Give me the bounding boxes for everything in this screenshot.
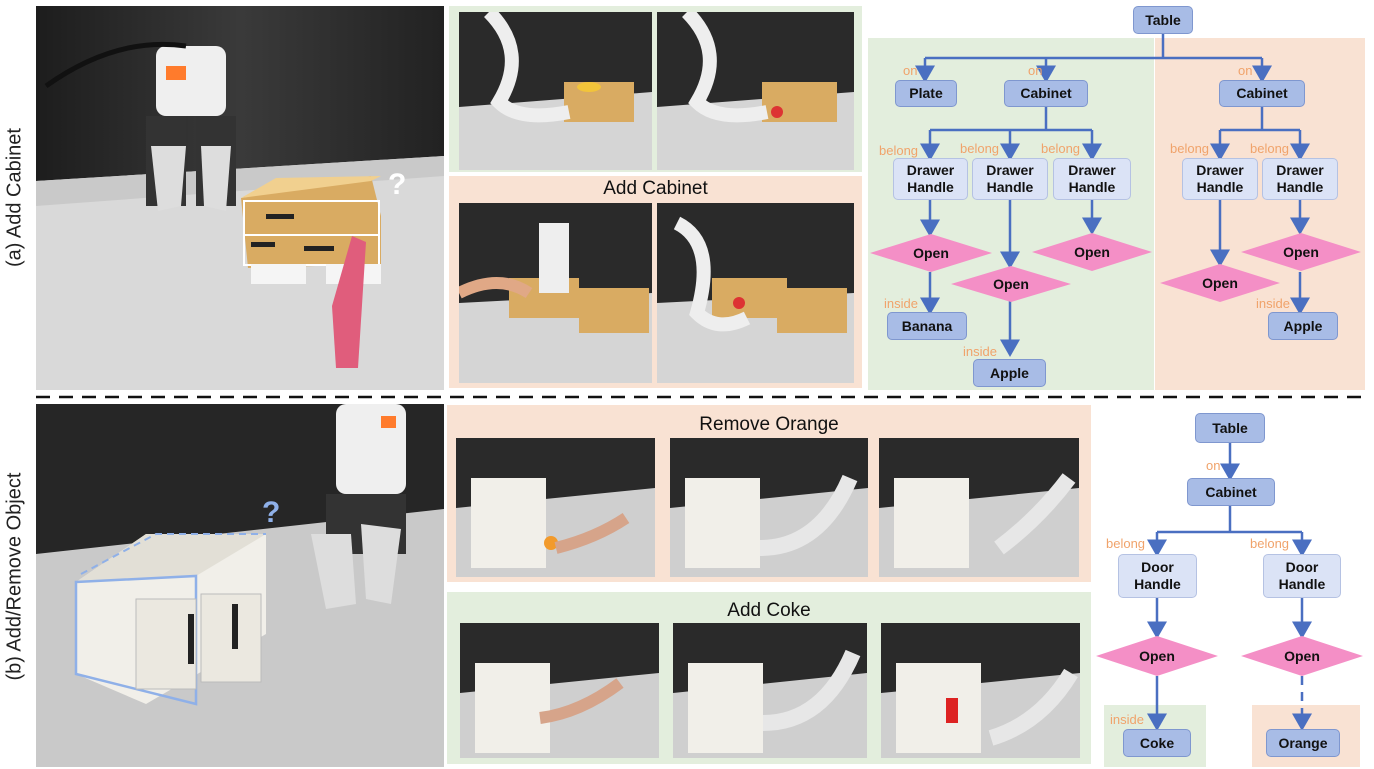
- node-plate: Plate: [895, 80, 957, 107]
- edge-label-b-inside: inside: [1110, 712, 1144, 727]
- node-door-handle-1: Door Handle: [1118, 554, 1197, 598]
- open-label-3: Open: [1074, 244, 1110, 260]
- edge-label-on-cabinet-right: on: [1238, 63, 1253, 78]
- main-photo-add-cabinet: [36, 6, 444, 390]
- photo-a-3: [459, 203, 652, 383]
- edge-label-belong-1: belong: [879, 143, 919, 158]
- edge-label-b-belong-1: belong: [1106, 536, 1146, 551]
- node-cabinet-left: Cabinet: [1004, 80, 1088, 107]
- node-drawer-handle-3: Drawer Handle: [1053, 158, 1131, 200]
- edge-label-on-cabinet-left: on: [1028, 63, 1043, 78]
- question-mark-b: ?: [262, 496, 281, 529]
- photo-b-2: [670, 438, 868, 577]
- edge-label-belong-5: belong: [1250, 141, 1290, 156]
- node-drawer-handle-5: Drawer Handle: [1262, 158, 1338, 200]
- node-door-handle-2: Door Handle: [1263, 554, 1341, 598]
- open-label-b-2: Open: [1284, 648, 1320, 664]
- photo-a-1: [459, 12, 652, 170]
- open-label-5: Open: [1283, 244, 1319, 260]
- node-coke: Coke: [1123, 729, 1191, 757]
- edge-label-inside-apple-left: inside: [963, 344, 997, 359]
- photo-a-4: [657, 203, 854, 383]
- photo-b-1: [456, 438, 655, 577]
- edge-label-inside-apple-right: inside: [1256, 296, 1290, 311]
- edge-label-on-plate: on: [903, 63, 918, 78]
- panel-title-add-cabinet: Add Cabinet: [603, 178, 708, 199]
- edge-label-belong-4: belong: [1170, 141, 1210, 156]
- node-drawer-handle-2: Drawer Handle: [972, 158, 1048, 200]
- diamond-open-b-1: Open: [1096, 636, 1218, 676]
- node-cabinet-b: Cabinet: [1187, 478, 1275, 506]
- node-table-a: Table: [1133, 6, 1193, 34]
- photo-b-4: [460, 623, 659, 758]
- open-label-1: Open: [913, 245, 949, 261]
- node-apple-right: Apple: [1268, 312, 1338, 340]
- diamond-open-4: Open: [1160, 264, 1280, 302]
- open-label-b-1: Open: [1139, 648, 1175, 664]
- open-label-4: Open: [1202, 275, 1238, 291]
- panel-title-remove-orange: Remove Orange: [699, 414, 839, 435]
- node-drawer-handle-1: Drawer Handle: [893, 158, 968, 200]
- row-divider: [36, 395, 1366, 399]
- diamond-open-2: Open: [951, 266, 1071, 302]
- edge-label-belong-2: belong: [960, 141, 1000, 156]
- diamond-open-b-2: Open: [1241, 636, 1363, 676]
- photo-b-6: [881, 623, 1080, 758]
- node-orange: Orange: [1266, 729, 1340, 757]
- node-table-b: Table: [1195, 413, 1265, 443]
- edge-label-inside-banana: inside: [884, 296, 918, 311]
- edge-label-b-on: on: [1206, 458, 1221, 473]
- photo-b-5: [673, 623, 867, 758]
- photo-b-3: [879, 438, 1079, 577]
- photo-a-2: [657, 12, 854, 170]
- open-label-2: Open: [993, 276, 1029, 292]
- node-cabinet-right: Cabinet: [1219, 80, 1305, 107]
- diamond-open-5: Open: [1241, 233, 1361, 271]
- diamond-open-3: Open: [1032, 233, 1152, 271]
- diamond-open-1: Open: [870, 234, 992, 272]
- node-banana: Banana: [887, 312, 967, 340]
- edge-label-b-belong-2: belong: [1250, 536, 1290, 551]
- panel-title-add-coke: Add Coke: [727, 600, 811, 621]
- node-apple-left: Apple: [973, 359, 1046, 387]
- question-mark-a: ?: [388, 168, 407, 201]
- node-drawer-handle-4: Drawer Handle: [1182, 158, 1258, 200]
- edge-label-belong-3: belong: [1041, 141, 1081, 156]
- main-photo-add-remove: [36, 404, 444, 767]
